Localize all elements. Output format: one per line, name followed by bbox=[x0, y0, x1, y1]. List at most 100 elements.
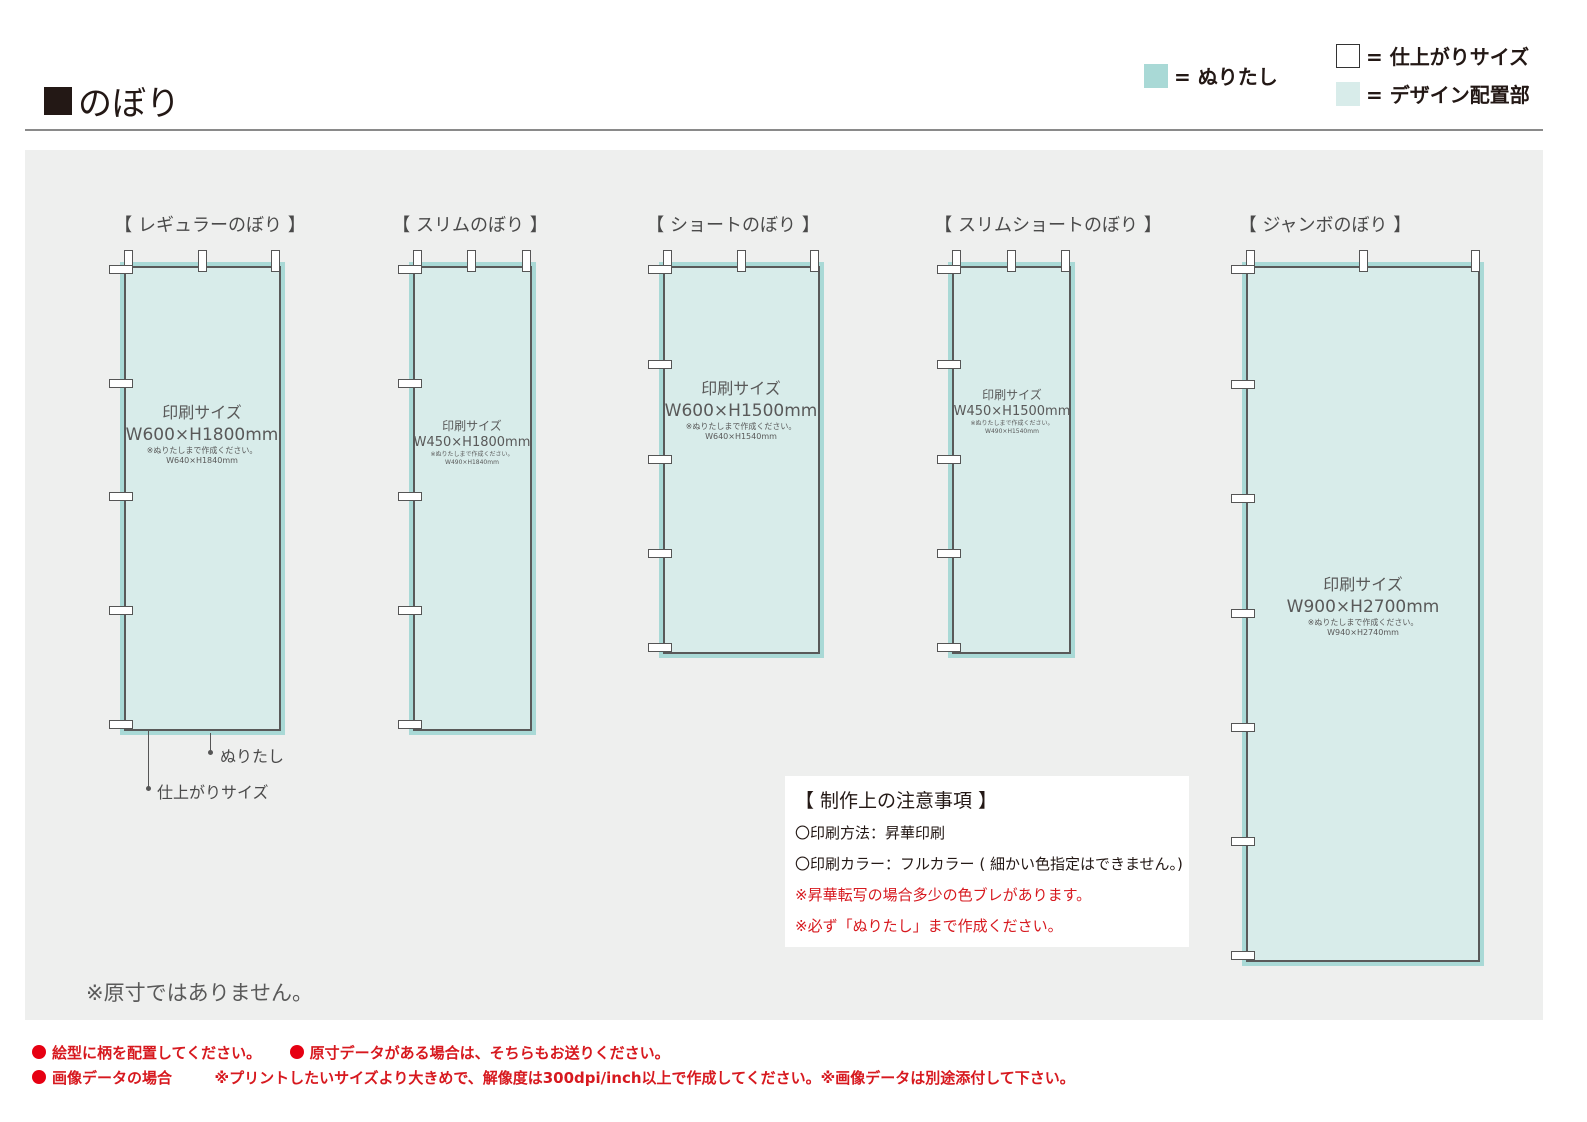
bleed-size: W490×H1540mm bbox=[985, 428, 1039, 436]
side-loop bbox=[937, 265, 961, 274]
side-loop bbox=[1231, 723, 1255, 732]
finished-callout-label: 仕上がりサイズ bbox=[157, 783, 269, 802]
print-size-value: W450×H1800mm bbox=[413, 434, 531, 450]
flag-spec-slim-short: 印刷サイズ W450×H1500mm ※ぬりたしまで作成ください。 W490×H… bbox=[954, 388, 1071, 436]
side-loop bbox=[648, 360, 672, 369]
side-loop bbox=[937, 549, 961, 558]
footer-line-1: 絵型に柄を配置してください。 原寸データがある場合は、そちらもお送りください。 bbox=[32, 1042, 670, 1063]
side-loop bbox=[1231, 380, 1255, 389]
side-loop bbox=[1231, 265, 1255, 274]
flag-spec-slim: 印刷サイズ W450×H1800mm ※ぬりたしまで作成ください。 W490×H… bbox=[414, 419, 531, 467]
footer-line-2: 画像データの場合 ※プリントしたいサイズより大きめで、解像度は300dpi/in… bbox=[32, 1067, 1075, 1088]
top-loop bbox=[467, 250, 476, 272]
print-size-value: W600×H1800mm bbox=[125, 424, 279, 445]
side-loop bbox=[1231, 837, 1255, 846]
print-size-value: W450×H1500mm bbox=[953, 403, 1071, 419]
production-notes-box bbox=[785, 776, 1189, 947]
finished-area bbox=[952, 266, 1071, 654]
bleed-note: ※ぬりたしまで作成ください。 bbox=[146, 445, 258, 455]
side-loop bbox=[1231, 609, 1255, 618]
side-loop bbox=[648, 643, 672, 652]
print-size-value: W600×H1500mm bbox=[664, 400, 818, 421]
finished-area bbox=[413, 266, 532, 731]
production-notes-title: 【 制作上の注意事項 】 bbox=[795, 790, 998, 812]
bleed-size: W640×H1840mm bbox=[166, 456, 238, 466]
flag-title-slim: 【 スリムのぼり 】 bbox=[392, 215, 548, 236]
top-loop bbox=[810, 250, 819, 272]
side-loop bbox=[109, 379, 133, 388]
print-size-label: 印刷サイズ bbox=[442, 419, 502, 433]
top-loop bbox=[1061, 250, 1070, 272]
top-loop bbox=[1359, 250, 1368, 272]
legend-bleed: = ぬりたし bbox=[1144, 61, 1278, 90]
top-loop bbox=[198, 250, 207, 272]
finished-area bbox=[124, 266, 281, 731]
footer-item-1: 絵型に柄を配置してください。 bbox=[52, 1044, 262, 1062]
flag-title-jumbo: 【 ジャンボのぼり 】 bbox=[1238, 215, 1412, 236]
side-loop bbox=[1231, 951, 1255, 960]
side-loop bbox=[109, 492, 133, 501]
side-loop bbox=[1231, 494, 1255, 503]
side-loop bbox=[937, 360, 961, 369]
red-bullet-icon bbox=[32, 1045, 46, 1059]
bleed-callout-line bbox=[210, 733, 211, 753]
top-loop bbox=[271, 250, 280, 272]
finished-callout-dot bbox=[146, 786, 151, 791]
finished-swatch-icon bbox=[1336, 43, 1360, 68]
bleed-callout-label: ぬりたし bbox=[220, 747, 285, 766]
side-loop bbox=[398, 379, 422, 388]
flag-title-slim-short: 【 スリムショートのぼり 】 bbox=[934, 215, 1162, 236]
side-loop bbox=[398, 492, 422, 501]
footer-item-3-head: 画像データの場合 bbox=[52, 1069, 173, 1087]
bleed-callout-dot bbox=[208, 750, 213, 755]
note-print-method: 〇印刷方法：昇華印刷 bbox=[795, 824, 946, 842]
note-color-variance: ※昇華転写の場合多少の色ブレがあります。 bbox=[795, 886, 1092, 904]
side-loop bbox=[937, 455, 961, 464]
bleed-note: ※ぬりたしまで作成ください。 bbox=[685, 421, 797, 431]
print-size-label: 印刷サイズ bbox=[162, 403, 242, 422]
flag-title-regular: 【 レギュラーのぼり 】 bbox=[114, 215, 306, 236]
side-loop bbox=[398, 606, 422, 615]
top-loop bbox=[737, 250, 746, 272]
finished-area bbox=[663, 266, 820, 654]
top-loop bbox=[1007, 250, 1016, 272]
side-loop bbox=[109, 265, 133, 274]
flag-spec-jumbo: 印刷サイズ W900×H2700mm ※ぬりたしまで作成ください。 W940×H… bbox=[1287, 575, 1440, 639]
side-loop bbox=[648, 265, 672, 274]
header-divider bbox=[25, 129, 1543, 131]
bleed-swatch-icon bbox=[1144, 63, 1168, 88]
side-loop bbox=[109, 720, 133, 729]
side-loop bbox=[648, 549, 672, 558]
side-loop bbox=[398, 720, 422, 729]
page-title: のぼり bbox=[44, 76, 180, 125]
side-loop bbox=[109, 606, 133, 615]
flag-title-short: 【 ショートのぼり 】 bbox=[646, 215, 820, 236]
red-bullet-icon bbox=[289, 1045, 304, 1059]
print-size-label: 印刷サイズ bbox=[1323, 575, 1403, 594]
side-loop bbox=[937, 643, 961, 652]
design-swatch-icon bbox=[1336, 81, 1360, 106]
legend-finished: = 仕上がりサイズ bbox=[1336, 41, 1529, 70]
note-print-color: 〇印刷カラー：フルカラー ( 細かい色指定はできません。) bbox=[795, 855, 1183, 873]
print-size-label: 印刷サイズ bbox=[982, 388, 1042, 402]
red-bullet-icon bbox=[32, 1070, 46, 1084]
footer-item-2: 原寸データがある場合は、そちらもお送りください。 bbox=[309, 1044, 670, 1062]
legend-design: = デザイン配置部 bbox=[1336, 79, 1530, 108]
bleed-size: W490×H1840mm bbox=[445, 459, 499, 467]
bleed-note: ※ぬりたしまで作成ください。 bbox=[970, 420, 1054, 428]
legend-finished-label: = 仕上がりサイズ bbox=[1366, 45, 1530, 69]
not-actual-size-note: ※原寸ではありません。 bbox=[86, 981, 313, 1005]
side-loop bbox=[398, 265, 422, 274]
page-title-text: のぼり bbox=[78, 84, 180, 124]
print-size-value: W900×H2700mm bbox=[1286, 596, 1440, 617]
finished-callout-line bbox=[148, 731, 149, 789]
bleed-note: ※ぬりたしまで作成ください。 bbox=[430, 451, 514, 459]
side-loop bbox=[648, 455, 672, 464]
bleed-size: W940×H2740mm bbox=[1327, 628, 1399, 638]
bleed-note: ※ぬりたしまで作成ください。 bbox=[1307, 617, 1419, 627]
legend-bleed-label: = ぬりたし bbox=[1174, 65, 1278, 89]
top-loop bbox=[1471, 250, 1480, 272]
black-square-icon bbox=[44, 86, 72, 115]
top-loop bbox=[522, 250, 531, 272]
flag-spec-short: 印刷サイズ W600×H1500mm ※ぬりたしまで作成ください。 W640×H… bbox=[665, 379, 818, 443]
